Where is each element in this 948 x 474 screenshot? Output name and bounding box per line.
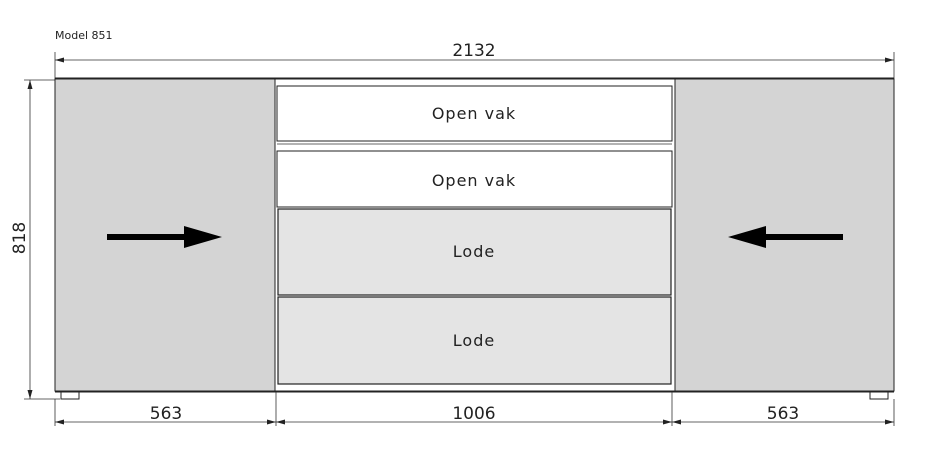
compartment-label: Lode <box>453 331 495 350</box>
compartment-label: Open vak <box>432 171 516 190</box>
model-label: Model 851 <box>55 29 113 42</box>
total-width-label: 2132 <box>452 41 495 61</box>
open-compartment-2 <box>276 150 673 208</box>
right-foot <box>869 391 889 400</box>
open-compartment-1 <box>276 85 673 142</box>
compartment-label: Open vak <box>432 104 516 123</box>
cabinet: Open vak Open vak Lode Lode <box>54 77 895 400</box>
height-label: 818 <box>10 222 30 254</box>
total-width-dimension: 2132 <box>54 41 895 80</box>
arrow-right-icon <box>107 226 222 248</box>
right-door-width-label: 563 <box>767 404 799 424</box>
center-width-label: 1006 <box>452 404 495 424</box>
left-door-width-label: 563 <box>150 404 182 424</box>
compartment-label: Lode <box>453 242 495 261</box>
drawer-2 <box>277 296 672 385</box>
arrow-left-icon <box>728 226 843 248</box>
drawer-1 <box>277 208 672 296</box>
left-foot <box>60 391 80 400</box>
height-dimension: 818 <box>10 79 60 400</box>
bottom-dimensions: 563 1006 563 <box>54 392 895 426</box>
